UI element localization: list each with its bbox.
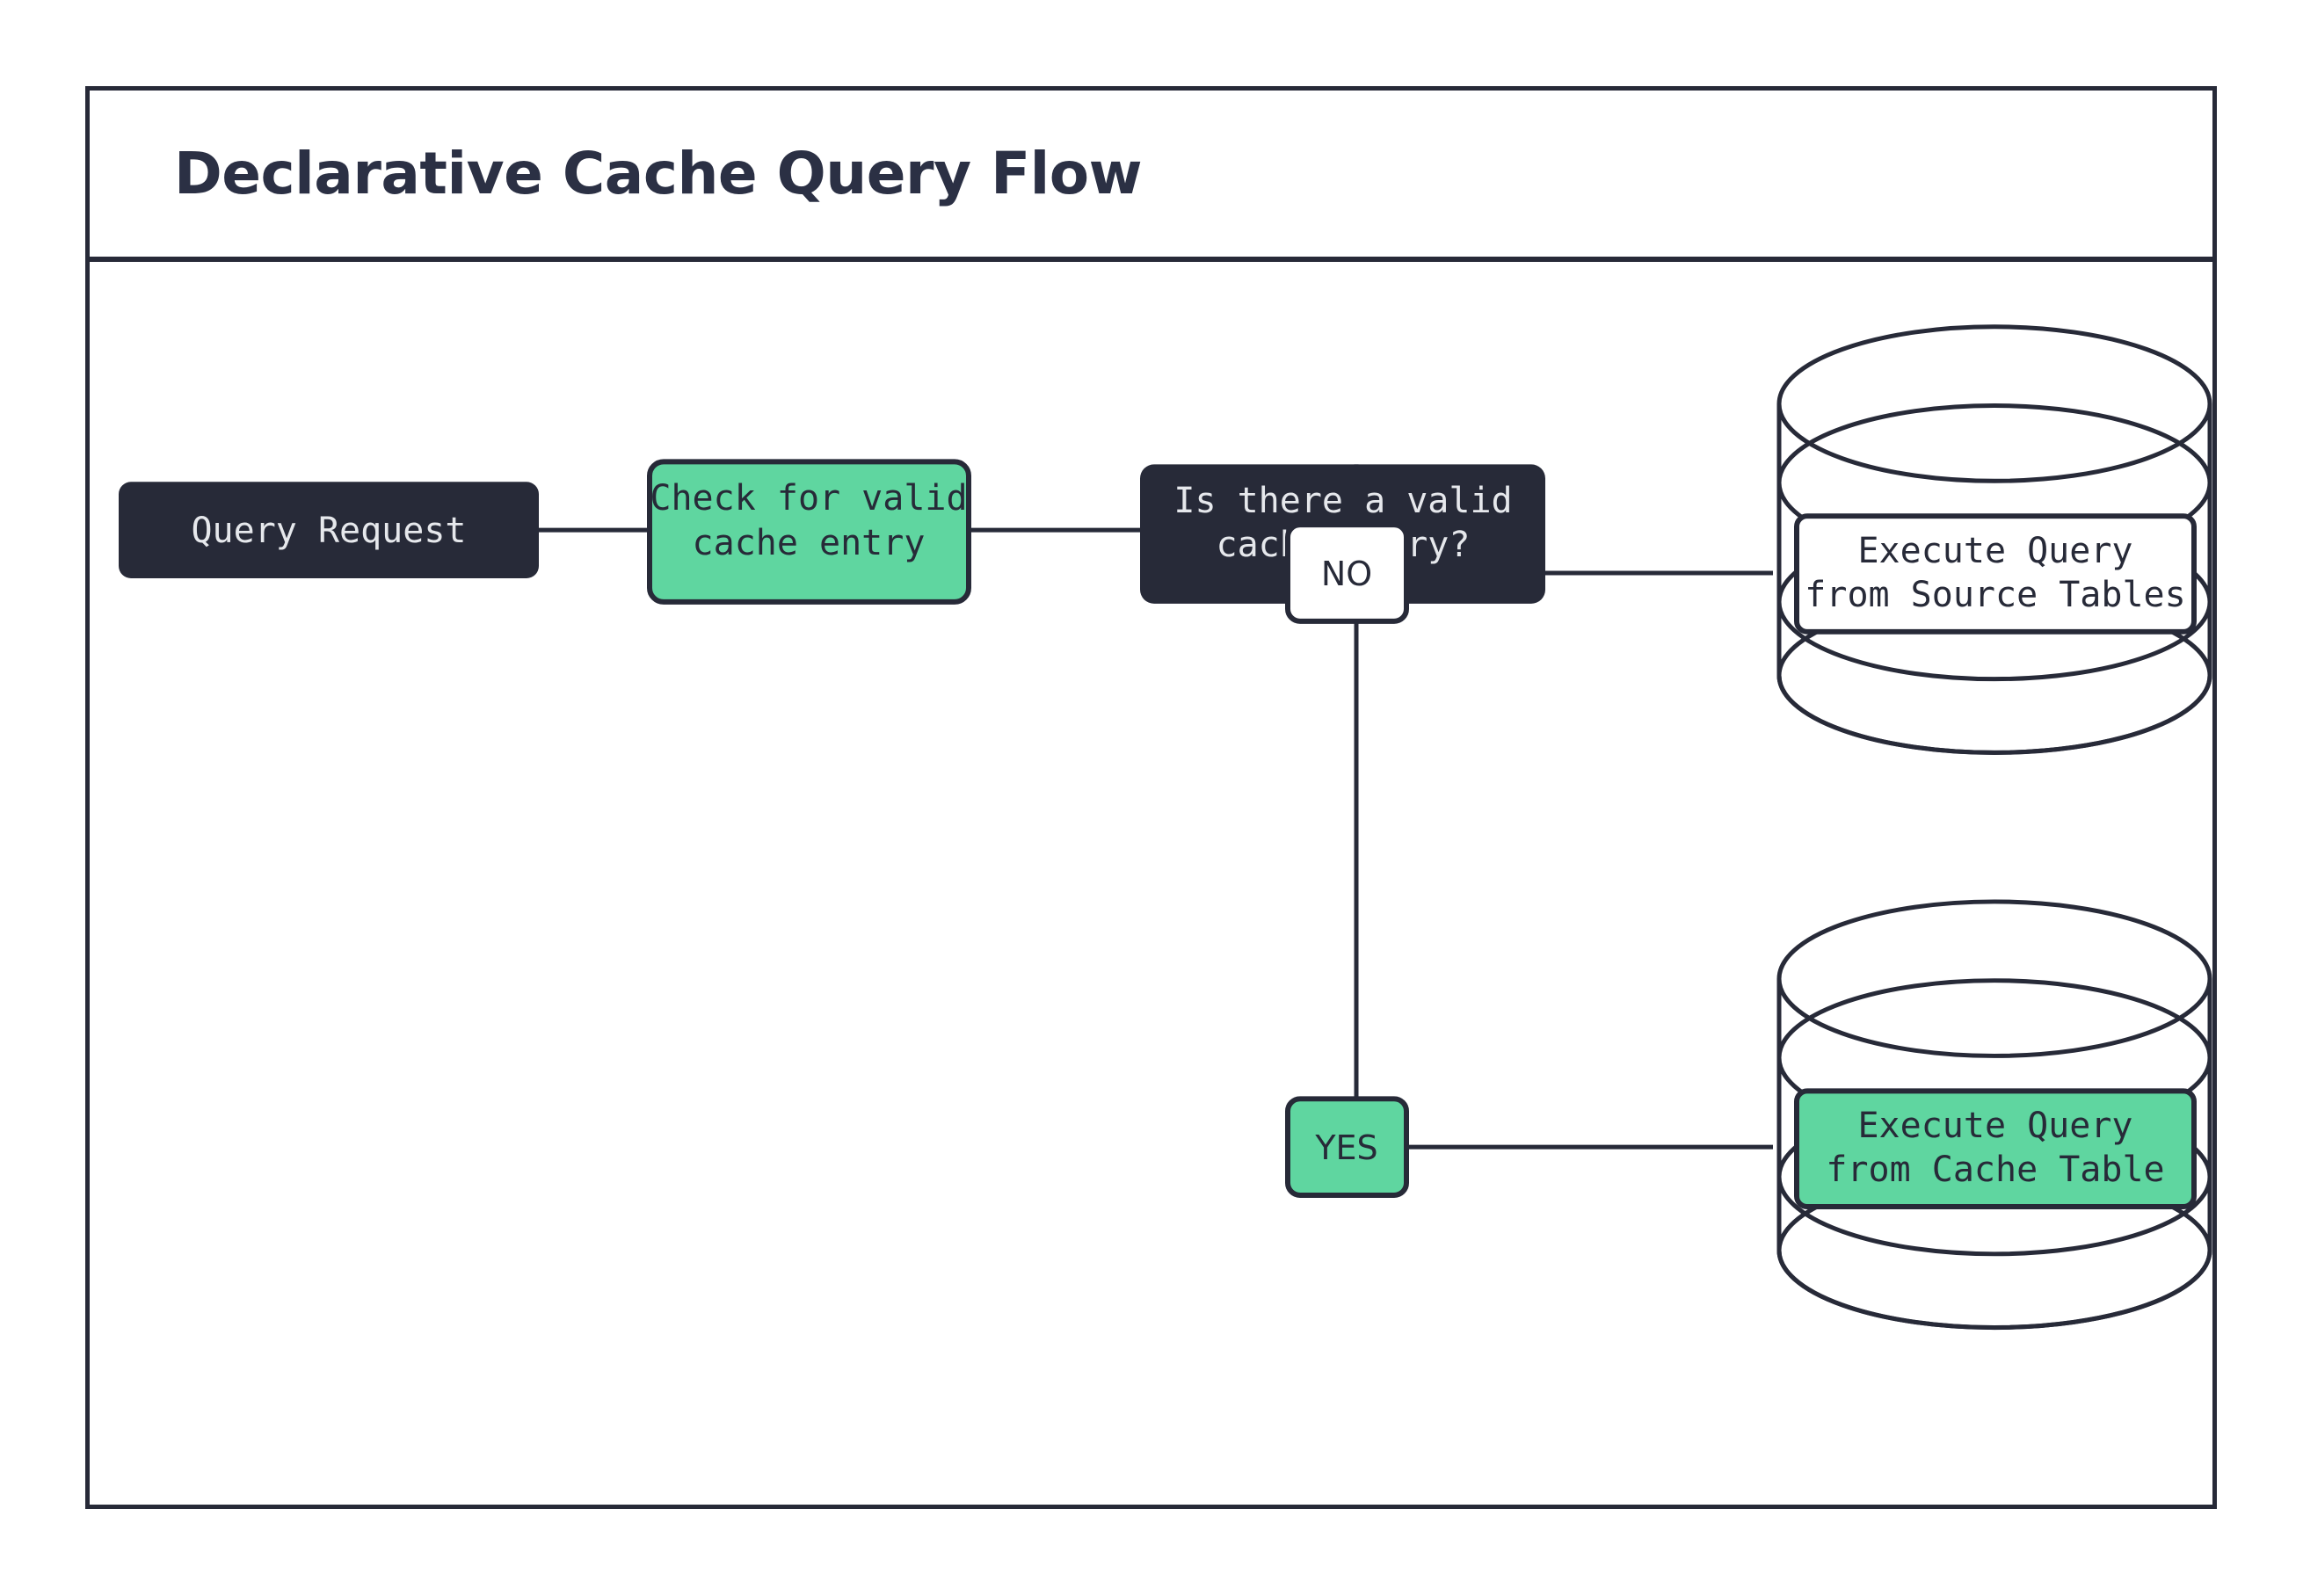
node-execute-source-box	[1794, 513, 2197, 635]
diagram-body: Execute Query from Source Tables Execute…	[90, 262, 2212, 1505]
edge-label-yes-text: YES	[1314, 1128, 1377, 1167]
node-decision-label-line1: Is there a valid	[1173, 481, 1512, 521]
node-query-request[interactable]: Query Request	[119, 482, 539, 578]
node-check-cache-label-line2: cache entry	[693, 523, 926, 563]
node-check-cache[interactable]: Check for valid cache entry	[647, 459, 971, 605]
node-check-cache-box	[647, 459, 971, 605]
node-query-request-label: Query Request	[191, 511, 466, 551]
cylinder-source-ellipse-1	[1776, 324, 2212, 483]
node-check-cache-label-line1: Check for valid	[650, 478, 967, 519]
node-execute-cache-label-line1: Execute Query	[1857, 1106, 2132, 1146]
page-title: Declarative Cache Query Flow	[174, 140, 1143, 207]
edge-label-yes-box	[1285, 1096, 1409, 1198]
flowchart-svg: Execute Query from Source Tables Execute…	[119, 324, 2212, 1331]
edge-label-yes[interactable]: YES	[1285, 1096, 1409, 1198]
node-execute-source-label-line1: Execute Query	[1857, 531, 2132, 571]
edge-label-no-text: NO	[1321, 555, 1372, 593]
edge-label-no-box	[1285, 522, 1409, 624]
node-execute-cache[interactable]: Execute Query from Cache Table	[1794, 1088, 2197, 1209]
diagram-frame: Declarative Cache Query Flow	[85, 86, 2217, 1509]
node-execute-source-label-line2: from Source Tables	[1805, 575, 2185, 615]
node-execute-source[interactable]: Execute Query from Source Tables	[1794, 513, 2197, 635]
node-execute-cache-box	[1794, 1088, 2197, 1209]
node-execute-cache-label-line2: from Cache Table	[1826, 1150, 2164, 1190]
edge-label-no[interactable]: NO	[1285, 522, 1409, 624]
cylinder-cache-ellipse-1	[1776, 899, 2212, 1058]
diagram-header: Declarative Cache Query Flow	[90, 91, 2212, 262]
node-query-request-box	[119, 482, 539, 578]
